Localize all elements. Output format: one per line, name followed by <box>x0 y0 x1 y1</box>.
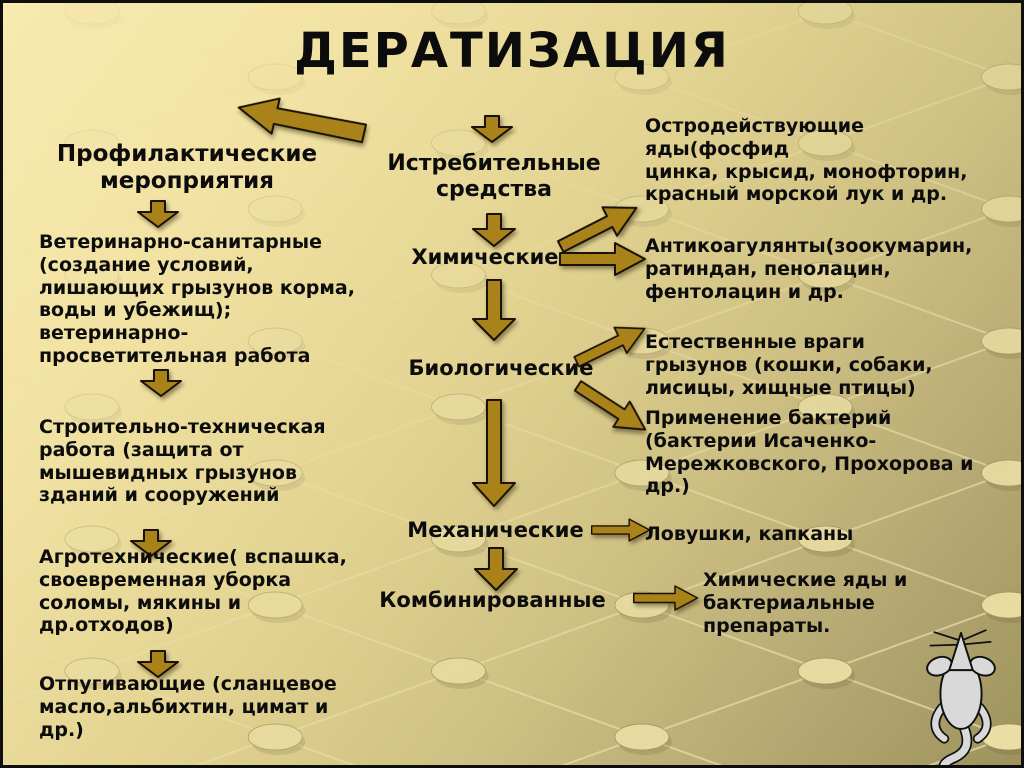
category-biological: Биологические <box>408 356 594 380</box>
arrow-mechanical-to-traps-icon <box>591 518 651 542</box>
heading-extermination-means: Истребительные средства <box>387 151 601 202</box>
preventive-block-veterinary: Ветеринарно-санитарные (создание условий… <box>39 231 355 367</box>
right-block-chem-bact-preparations: Химические яды и бактериальные препараты… <box>703 569 908 637</box>
arrow-down-preventive-2-icon <box>140 369 182 397</box>
arrow-down-extermination-icon <box>472 213 516 247</box>
arrow-biological-to-bacteria-icon <box>573 380 647 431</box>
category-chemical: Химические <box>411 245 559 269</box>
category-combined: Комбинированные <box>379 588 606 612</box>
preventive-block-repellents: Отпугивающие (сланцевое масло,альбихтин,… <box>39 673 337 741</box>
preventive-block-agrotechnical: Агротехнические( вспашка, своевременная … <box>39 546 347 637</box>
arrow-chemical-to-anticoagulants-icon <box>559 242 646 276</box>
heading-preventive-measures: Профилактические мероприятия <box>56 141 318 195</box>
arrow-title-to-extermination-icon <box>471 115 513 143</box>
arrow-down-preventive-1-icon <box>137 200 179 228</box>
preventive-block-construction: Строительно-техническая работа (защита о… <box>39 416 326 507</box>
arrow-down-preventive-3-icon <box>130 529 172 557</box>
arrow-combined-to-chem-bact-icon <box>633 585 699 611</box>
page-title: ДЕРАТИЗАЦИЯ <box>294 23 730 79</box>
category-mechanical: Механические <box>407 518 584 542</box>
right-block-traps: Ловушки, капканы <box>645 523 854 545</box>
arrow-down-preventive-4-icon <box>137 650 179 678</box>
arrow-down-chemical-to-biological-icon <box>472 279 516 341</box>
right-block-bacteria: Применение бактерий (бактерии Исаченко- … <box>645 407 974 498</box>
arrow-chemical-to-acute-poisons-icon <box>556 206 638 253</box>
arrow-title-to-preventive-icon <box>237 97 368 144</box>
arrow-down-biological-to-mechanical-icon <box>472 399 516 507</box>
right-block-acute-poisons: Остродействующие яды(фосфид цинка, крыси… <box>645 115 968 206</box>
arrow-biological-to-enemies-icon <box>573 326 646 368</box>
right-block-anticoagulants: Антикоагулянты(зоокумарин, ратиндан, пен… <box>645 235 973 303</box>
mouse-icon <box>926 629 996 765</box>
right-block-natural-enemies: Естественные враги грызунов (кошки, соба… <box>645 331 933 399</box>
arrow-down-mechanical-to-combined-icon <box>474 547 518 591</box>
